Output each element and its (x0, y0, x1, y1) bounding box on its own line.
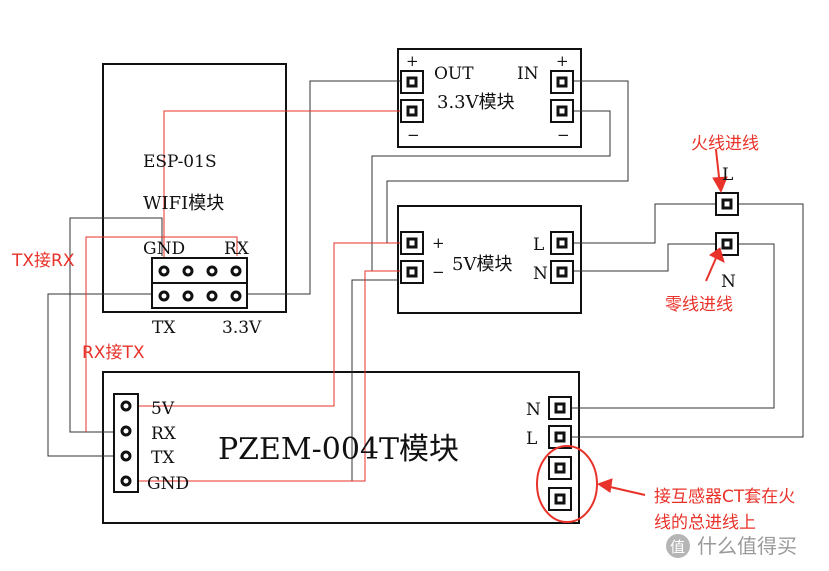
esp-label-gnd: GND (143, 239, 185, 259)
pzem-pin-5v: 5V (151, 399, 175, 419)
pzem-pin (120, 425, 132, 437)
wire-red-esp-rx (85, 236, 238, 432)
esp-pin (230, 290, 242, 302)
mains-terminals (715, 192, 739, 256)
esp-title-line1: ESP-01S (143, 152, 217, 172)
module-5v-l: L (533, 235, 544, 255)
wire-red-5v-plus (126, 242, 410, 407)
mains-l-label: L (722, 165, 733, 185)
module-33v-box (397, 48, 582, 148)
esp01s-module-box (102, 63, 287, 313)
watermark-logo-char: 值 (670, 538, 685, 556)
annotation-ct-line2: 线的总进线上 (654, 513, 756, 533)
esp-pin (230, 265, 242, 277)
wire-esp-tx-to-pzem (47, 293, 162, 457)
pzem-l-label: L (526, 429, 537, 449)
esp-label-33v: 3.3V (222, 318, 262, 338)
wire-mains-l-to-pzem-l (567, 203, 804, 438)
wire-mains-n-to-pzem-n (567, 243, 775, 409)
pzem-n-label: N (526, 400, 541, 420)
esp-pin (158, 265, 170, 277)
esp-title-line2: WIFI模块 (143, 193, 224, 214)
mains-n-label: N (721, 272, 736, 292)
pzem-pin-gnd: GND (147, 474, 189, 494)
pzem-pin-tx: TX (151, 448, 175, 468)
module-5v-title: 5V模块 (452, 254, 512, 275)
arrow-neutral-in (705, 257, 717, 282)
module-33v-plus-out: + (406, 52, 419, 70)
module-33v-in-label: IN (517, 64, 539, 84)
esp-label-tx: TX (152, 318, 176, 338)
esp-pin (206, 265, 218, 277)
watermark-logo (666, 534, 690, 558)
arrow-ct (605, 485, 646, 496)
watermark-text: 什么值得买 (697, 534, 797, 558)
pzem-pin (120, 400, 132, 412)
esp-header-pins (158, 265, 242, 302)
esp-pin (182, 265, 194, 277)
pzem-pin-rx: RX (151, 424, 177, 444)
black-wires (47, 80, 804, 482)
module-5v-n: N (533, 264, 548, 284)
esp-pin (206, 290, 218, 302)
annotation-arrows (596, 149, 728, 496)
module-33v-minus-out: − (407, 126, 420, 144)
esp-pin (182, 290, 194, 302)
red-wires (85, 110, 410, 482)
wire-red-5v-minus (126, 270, 410, 482)
pzem-module-box (102, 371, 580, 524)
wire-red-33v-minus (163, 110, 410, 272)
annotation-live-in: 火线进线 (691, 134, 759, 154)
wire-5v-l-to-mains (567, 203, 727, 244)
wire-5v-n-to-mains (567, 243, 727, 272)
esp-pin (158, 290, 170, 302)
pzem-right-terminals (548, 396, 572, 511)
pzem-title: PZEM-004T模块 (218, 432, 459, 467)
module-33v-title: 3.3V模块 (437, 92, 515, 113)
pzem-pin (120, 450, 132, 462)
module-33v-plus-in: + (556, 52, 569, 70)
module-5v-box (397, 205, 582, 314)
module-5v-terminals (400, 231, 574, 284)
ct-highlight-circle (536, 445, 598, 523)
wire-33v-out-to-esp (246, 80, 410, 295)
module-5v-minus: − (432, 263, 445, 281)
annotation-ct-line1: 接互感器CT套在火 (654, 487, 795, 507)
pzem-header-pins (120, 400, 132, 487)
esp-label-rx: RX (224, 239, 250, 259)
annotation-tx-rx: TX接RX (11, 251, 75, 271)
wire-esp-gnd-to-5v-minus (69, 217, 163, 433)
module-33v-minus-in: − (557, 126, 570, 144)
pzem-pin (120, 475, 132, 487)
module-5v-plus: + (432, 234, 445, 252)
module-33v-terminals (400, 70, 574, 123)
module-33v-out-label: OUT (434, 64, 474, 84)
annotation-rx-tx: RX接TX (82, 343, 145, 363)
annotation-neutral-in: 零线进线 (665, 295, 733, 315)
